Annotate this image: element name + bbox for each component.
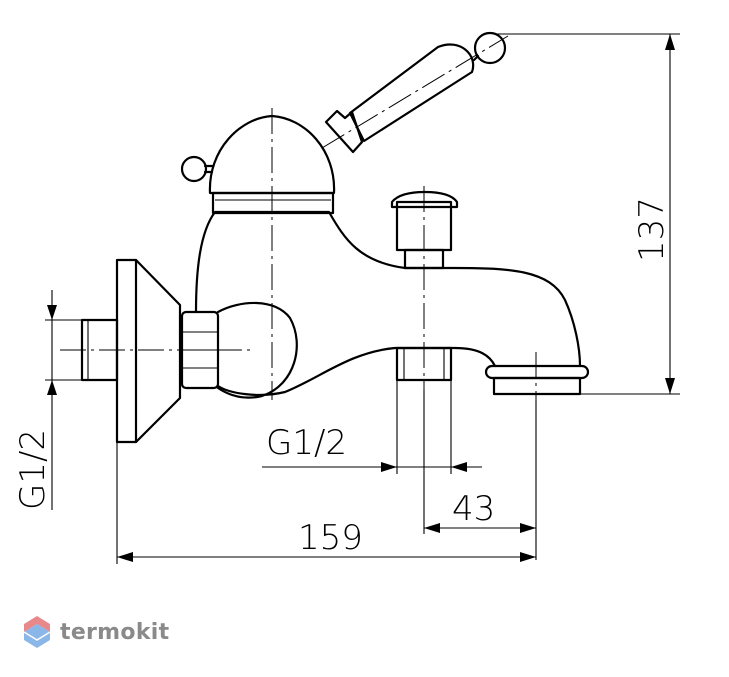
- side-knob: [180, 155, 214, 183]
- lever-handle: [321, 31, 509, 154]
- dimension-wall-thread: G1/2: [13, 290, 82, 510]
- length-label: 159: [298, 518, 363, 558]
- dimension-outlet-thread: G1/2: [262, 380, 482, 474]
- faucet-body: [194, 210, 582, 399]
- height-label: 137: [632, 197, 672, 262]
- offset-label: 43: [452, 489, 495, 529]
- termokit-logo-icon: [23, 616, 51, 648]
- outlet-thread-label: G1/2: [266, 423, 347, 463]
- dimension-outlet-offset: 43: [423, 390, 537, 560]
- spout-aerator: [484, 364, 590, 396]
- wall-flange: [115, 258, 182, 444]
- body-band: [211, 191, 335, 215]
- brand-name: termokit: [60, 619, 170, 645]
- dimension-length: 159: [116, 442, 536, 564]
- wall-thread-label: G1/2: [13, 429, 53, 510]
- dimension-height: 137: [495, 33, 680, 395]
- center-lines: [60, 108, 537, 400]
- brand-watermark: termokit: [22, 612, 169, 652]
